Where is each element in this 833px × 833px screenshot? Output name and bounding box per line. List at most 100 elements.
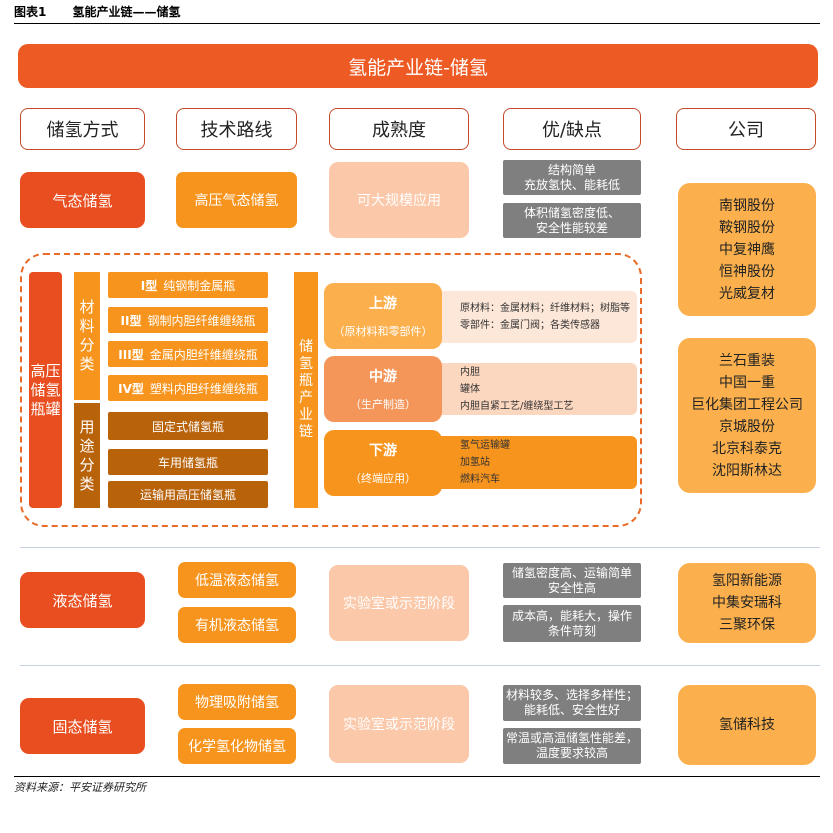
detail-line: 零部件：金属门阀；各类传感器: [460, 320, 600, 331]
stage-subtitle: （终端应用）: [350, 472, 416, 485]
stage-midstream: 中游 （生产制造）: [324, 356, 442, 422]
tank-type-tag: I型: [140, 278, 158, 293]
detail-line: 内胆自紧工艺/缠绕型工艺: [460, 400, 574, 412]
detail-line: 燃料汽车: [460, 474, 500, 485]
header-route: 技术路线: [176, 108, 297, 150]
bottom-rule: [14, 776, 820, 777]
separator-solid: [20, 665, 820, 666]
gas-pros-line-2: 充放氢快、能耗低: [523, 177, 620, 192]
stage-title: 中游: [369, 369, 397, 385]
company-name: 兰石重装: [719, 352, 775, 369]
chain-label: 储氢瓶产业链: [294, 272, 318, 508]
solid-cons-line-1: 常温或高温储氢性能差，: [505, 731, 638, 745]
tank-group-frame: [20, 253, 642, 527]
liquid-maturity: 实验室或示范阶段: [329, 565, 469, 641]
solid-cons-line-2: 温度要求较高: [535, 746, 608, 760]
gas-method: 气态储氢: [20, 172, 145, 228]
header-method: 储氢方式: [20, 108, 145, 150]
header-maturity: 成熟度: [329, 108, 469, 150]
liquid-cons-line-1: 成本高，能耗大，操作: [511, 608, 632, 623]
company-name: 南钢股份: [719, 197, 775, 214]
top-rule: [14, 23, 820, 24]
company-name: 鞍钢股份: [719, 219, 775, 236]
gas-cons-line-2: 安全性能较差: [535, 220, 608, 235]
tank-type-1: I型 纯钢制金属瓶: [108, 272, 268, 298]
detail-line: 内胆: [460, 366, 480, 378]
figure-heading: 氢能产业链——储氢: [72, 5, 181, 19]
stage-title: 下游: [369, 443, 397, 459]
company-name: 中集安瑞科: [712, 595, 782, 611]
tank-use-2: 车用储氢瓶: [108, 449, 268, 475]
tank-name: 高压储氢瓶罐: [29, 272, 62, 508]
company-name: 中复神鹰: [719, 241, 775, 258]
use-label: 用途分类: [74, 403, 100, 508]
liquid-pros-line-2: 安全性高: [547, 580, 596, 595]
figure-title: 图表1 氢能产业链——储氢: [14, 3, 181, 20]
tank-use-3: 运输用高压储氢瓶: [108, 481, 268, 508]
company-name: 光威复材: [719, 285, 775, 302]
company-name: 沈阳斯林达: [712, 462, 782, 479]
detail-line: 罐体: [460, 383, 480, 395]
company-name: 京城股份: [719, 418, 775, 435]
liquid-route-1: 低温液态储氢: [178, 562, 296, 598]
gas-cons: 体积储氢密度低、 安全性能较差: [503, 203, 641, 238]
company-name: 恒神股份: [719, 263, 775, 280]
header-company: 公司: [676, 108, 816, 150]
separator-liquid: [20, 547, 820, 548]
solid-pros-line-2: 能耗低、安全性好: [523, 703, 620, 717]
stage-upstream: 上游 （原材料和零部件）: [324, 283, 442, 349]
tank-type-4: IV型 塑料内胆纤维缠绕瓶: [108, 375, 268, 401]
company-name: 北京科泰克: [712, 440, 782, 457]
header-proscons: 优/缺点: [503, 108, 641, 150]
solid-pros-line-1: 材料较多、选择多样性；: [505, 688, 638, 702]
tank-type-desc: 塑料内胆纤维缠绕瓶: [149, 381, 258, 396]
stage-downstream-details: 氢气运输罐 加氢站 燃料汽车: [430, 436, 637, 489]
liquid-pros: 储氢密度高、运输简单 安全性高: [503, 563, 641, 598]
figure-label: 图表1: [14, 5, 47, 19]
tank-type-3: III型 金属内胆纤维缠绕瓶: [108, 341, 268, 367]
solid-maturity: 实验室或示范阶段: [329, 685, 469, 763]
gas-maturity: 可大规模应用: [329, 162, 469, 238]
liquid-companies: 氢阳新能源 中集安瑞科 三聚环保: [678, 563, 816, 643]
company-name: 氢阳新能源: [712, 573, 782, 589]
banner: 氢能产业链-储氢: [18, 44, 818, 88]
liquid-pros-line-1: 储氢密度高、运输简单: [511, 565, 632, 580]
material-label: 材料分类: [74, 272, 100, 400]
company-name: 三聚环保: [719, 617, 775, 633]
gas-cons-line-1: 体积储氢密度低、: [523, 205, 620, 220]
detail-line: 氢气运输罐: [460, 440, 510, 451]
gas-companies-b: 兰石重装 中国一重 巨化集团工程公司 京城股份 北京科泰克 沈阳斯林达: [678, 338, 816, 493]
gas-pros: 结构简单 充放氢快、能耗低: [503, 160, 641, 195]
stage-downstream: 下游 （终端应用）: [324, 430, 442, 496]
gas-route: 高压气态储氢: [176, 172, 297, 228]
stage-upstream-details: 原材料：金属材料；纤维材料；树脂等 零部件：金属门阀；各类传感器: [430, 291, 637, 343]
tank-type-tag: III型: [118, 347, 144, 362]
company-name: 氢储科技: [719, 717, 775, 733]
tank-type-2: II型 钢制内胆纤维缠绕瓶: [108, 307, 268, 333]
tank-type-tag: II型: [120, 313, 142, 328]
detail-line: 原材料：金属材料；纤维材料；树脂等: [460, 303, 630, 314]
tank-use-1: 固定式储氢瓶: [108, 412, 268, 440]
liquid-cons: 成本高，能耗大，操作 条件苛刻: [503, 605, 641, 642]
solid-cons: 常温或高温储氢性能差， 温度要求较高: [503, 728, 641, 764]
tank-type-tag: IV型: [118, 381, 144, 396]
solid-method: 固态储氢: [20, 698, 145, 754]
liquid-route-2: 有机液态储氢: [178, 607, 296, 643]
detail-line: 加氢站: [460, 457, 490, 468]
stage-title: 上游: [369, 296, 397, 312]
stage-midstream-details: 内胆 罐体 内胆自紧工艺/缠绕型工艺: [430, 363, 637, 415]
liquid-cons-line-2: 条件苛刻: [547, 623, 596, 638]
stage-subtitle: （原材料和零部件）: [333, 325, 433, 338]
company-name: 巨化集团工程公司: [691, 396, 803, 413]
solid-route-1: 物理吸附储氢: [178, 684, 296, 720]
solid-companies: 氢储科技: [678, 685, 816, 765]
company-name: 中国一重: [719, 374, 775, 391]
gas-pros-line-1: 结构简单: [547, 162, 596, 177]
stage-subtitle: （生产制造）: [350, 398, 416, 411]
liquid-method: 液态储氢: [20, 572, 145, 628]
tank-type-desc: 金属内胆纤维缠绕瓶: [149, 347, 258, 362]
solid-pros: 材料较多、选择多样性； 能耗低、安全性好: [503, 685, 641, 721]
source-note: 资料来源：平安证券研究所: [14, 781, 146, 794]
solid-route-2: 化学氢化物储氢: [178, 728, 296, 764]
tank-type-desc: 纯钢制金属瓶: [163, 278, 236, 293]
